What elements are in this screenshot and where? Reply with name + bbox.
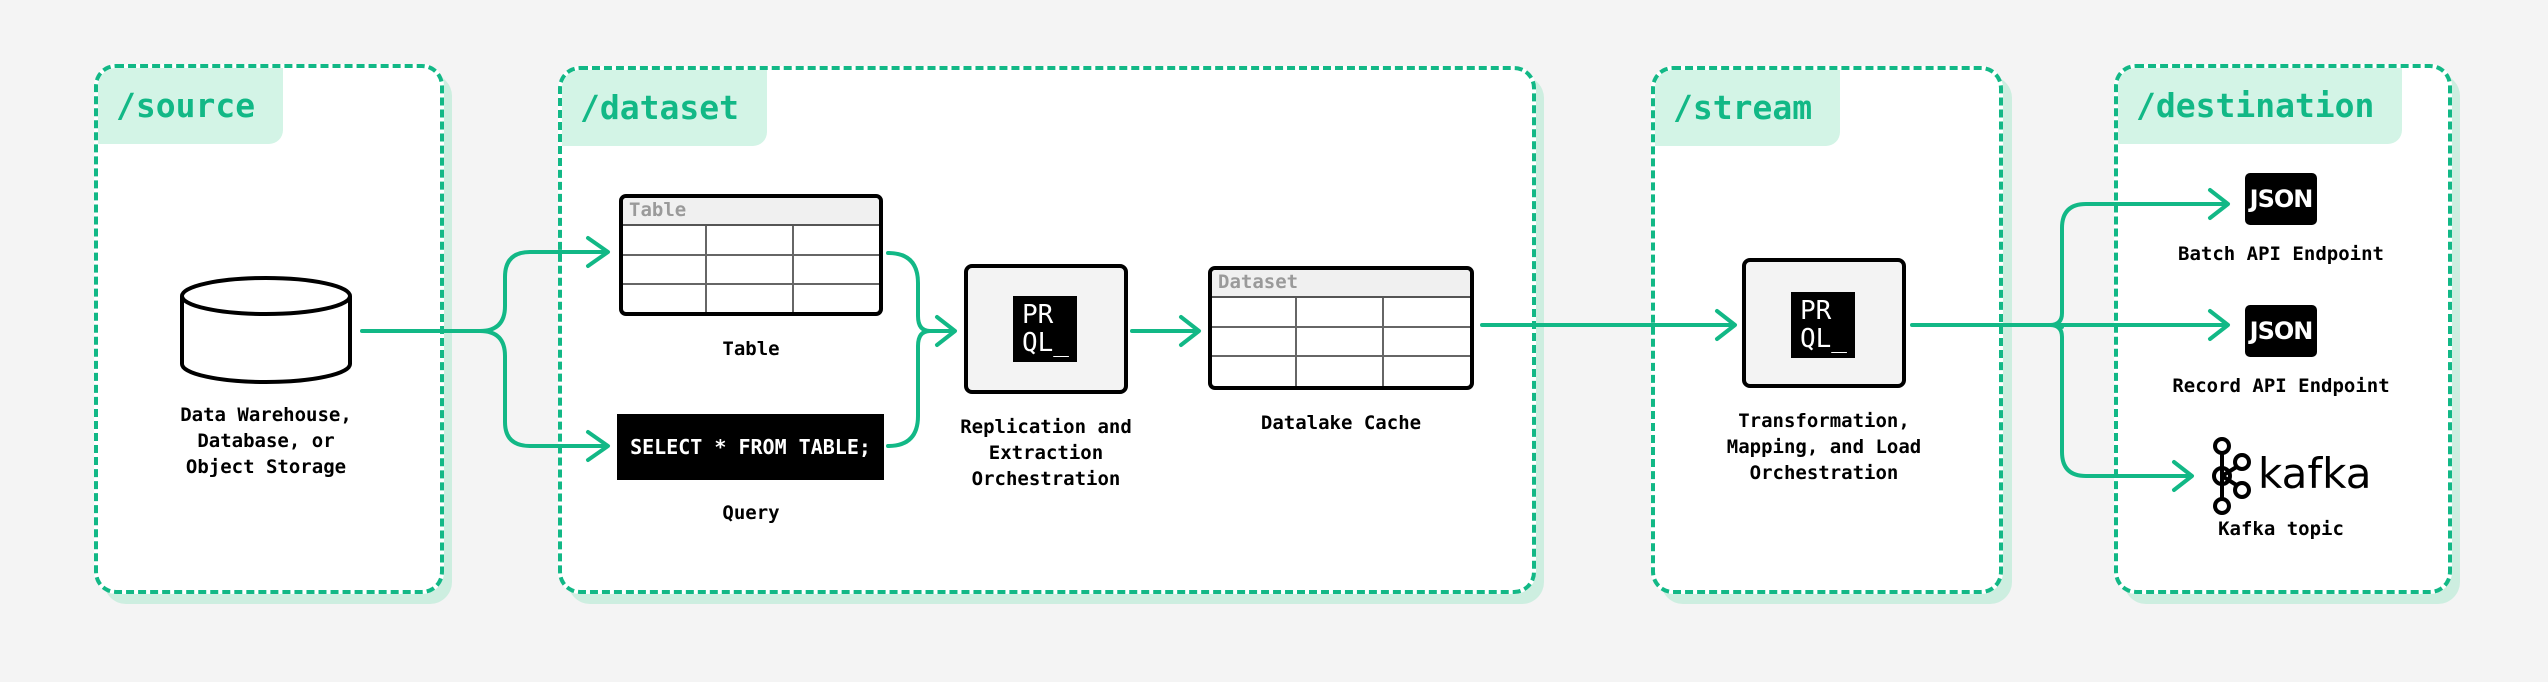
- cache-header: Dataset: [1212, 270, 1470, 298]
- table-label: Table: [722, 338, 780, 360]
- warehouse-label: Data Warehouse, Database, or Object Stor…: [180, 404, 352, 478]
- prql-logo-icon: PR QL_: [1791, 292, 1855, 358]
- replication-label: Replication and Extraction Orchestration: [960, 416, 1132, 490]
- query-node: SELECT * FROM TABLE;: [617, 414, 884, 480]
- json-icon: JSON: [2245, 305, 2317, 357]
- cache-node: Dataset: [1208, 266, 1474, 390]
- prql-logo-icon: PR QL_: [1013, 296, 1077, 362]
- table-header: Table: [623, 198, 879, 226]
- kafka-wordmark: kafka: [2258, 449, 2372, 498]
- stream-panel-title: /stream: [1655, 70, 1841, 146]
- json-icon: JSON: [2245, 173, 2317, 225]
- kafka-label: Kafka topic: [2218, 518, 2344, 540]
- source-panel-title: /source: [98, 68, 284, 144]
- transformation-node: PR QL_: [1742, 258, 1906, 388]
- transformation-label: Transformation, Mapping, and Load Orches…: [1726, 410, 1922, 484]
- dataset-panel-title: /dataset: [562, 70, 767, 146]
- record-api-label: Record API Endpoint: [2172, 375, 2390, 397]
- table-node: Table: [619, 194, 883, 316]
- replication-node: PR QL_: [964, 264, 1128, 394]
- stream-panel: /stream: [1651, 66, 2003, 594]
- cache-cell-grid: [1212, 298, 1470, 386]
- cache-label: Datalake Cache: [1260, 412, 1422, 434]
- destination-panel-title: /destination: [2118, 68, 2403, 144]
- batch-api-label: Batch API Endpoint: [2178, 243, 2384, 265]
- table-cell-grid: [623, 226, 879, 312]
- query-label: Query: [722, 502, 780, 524]
